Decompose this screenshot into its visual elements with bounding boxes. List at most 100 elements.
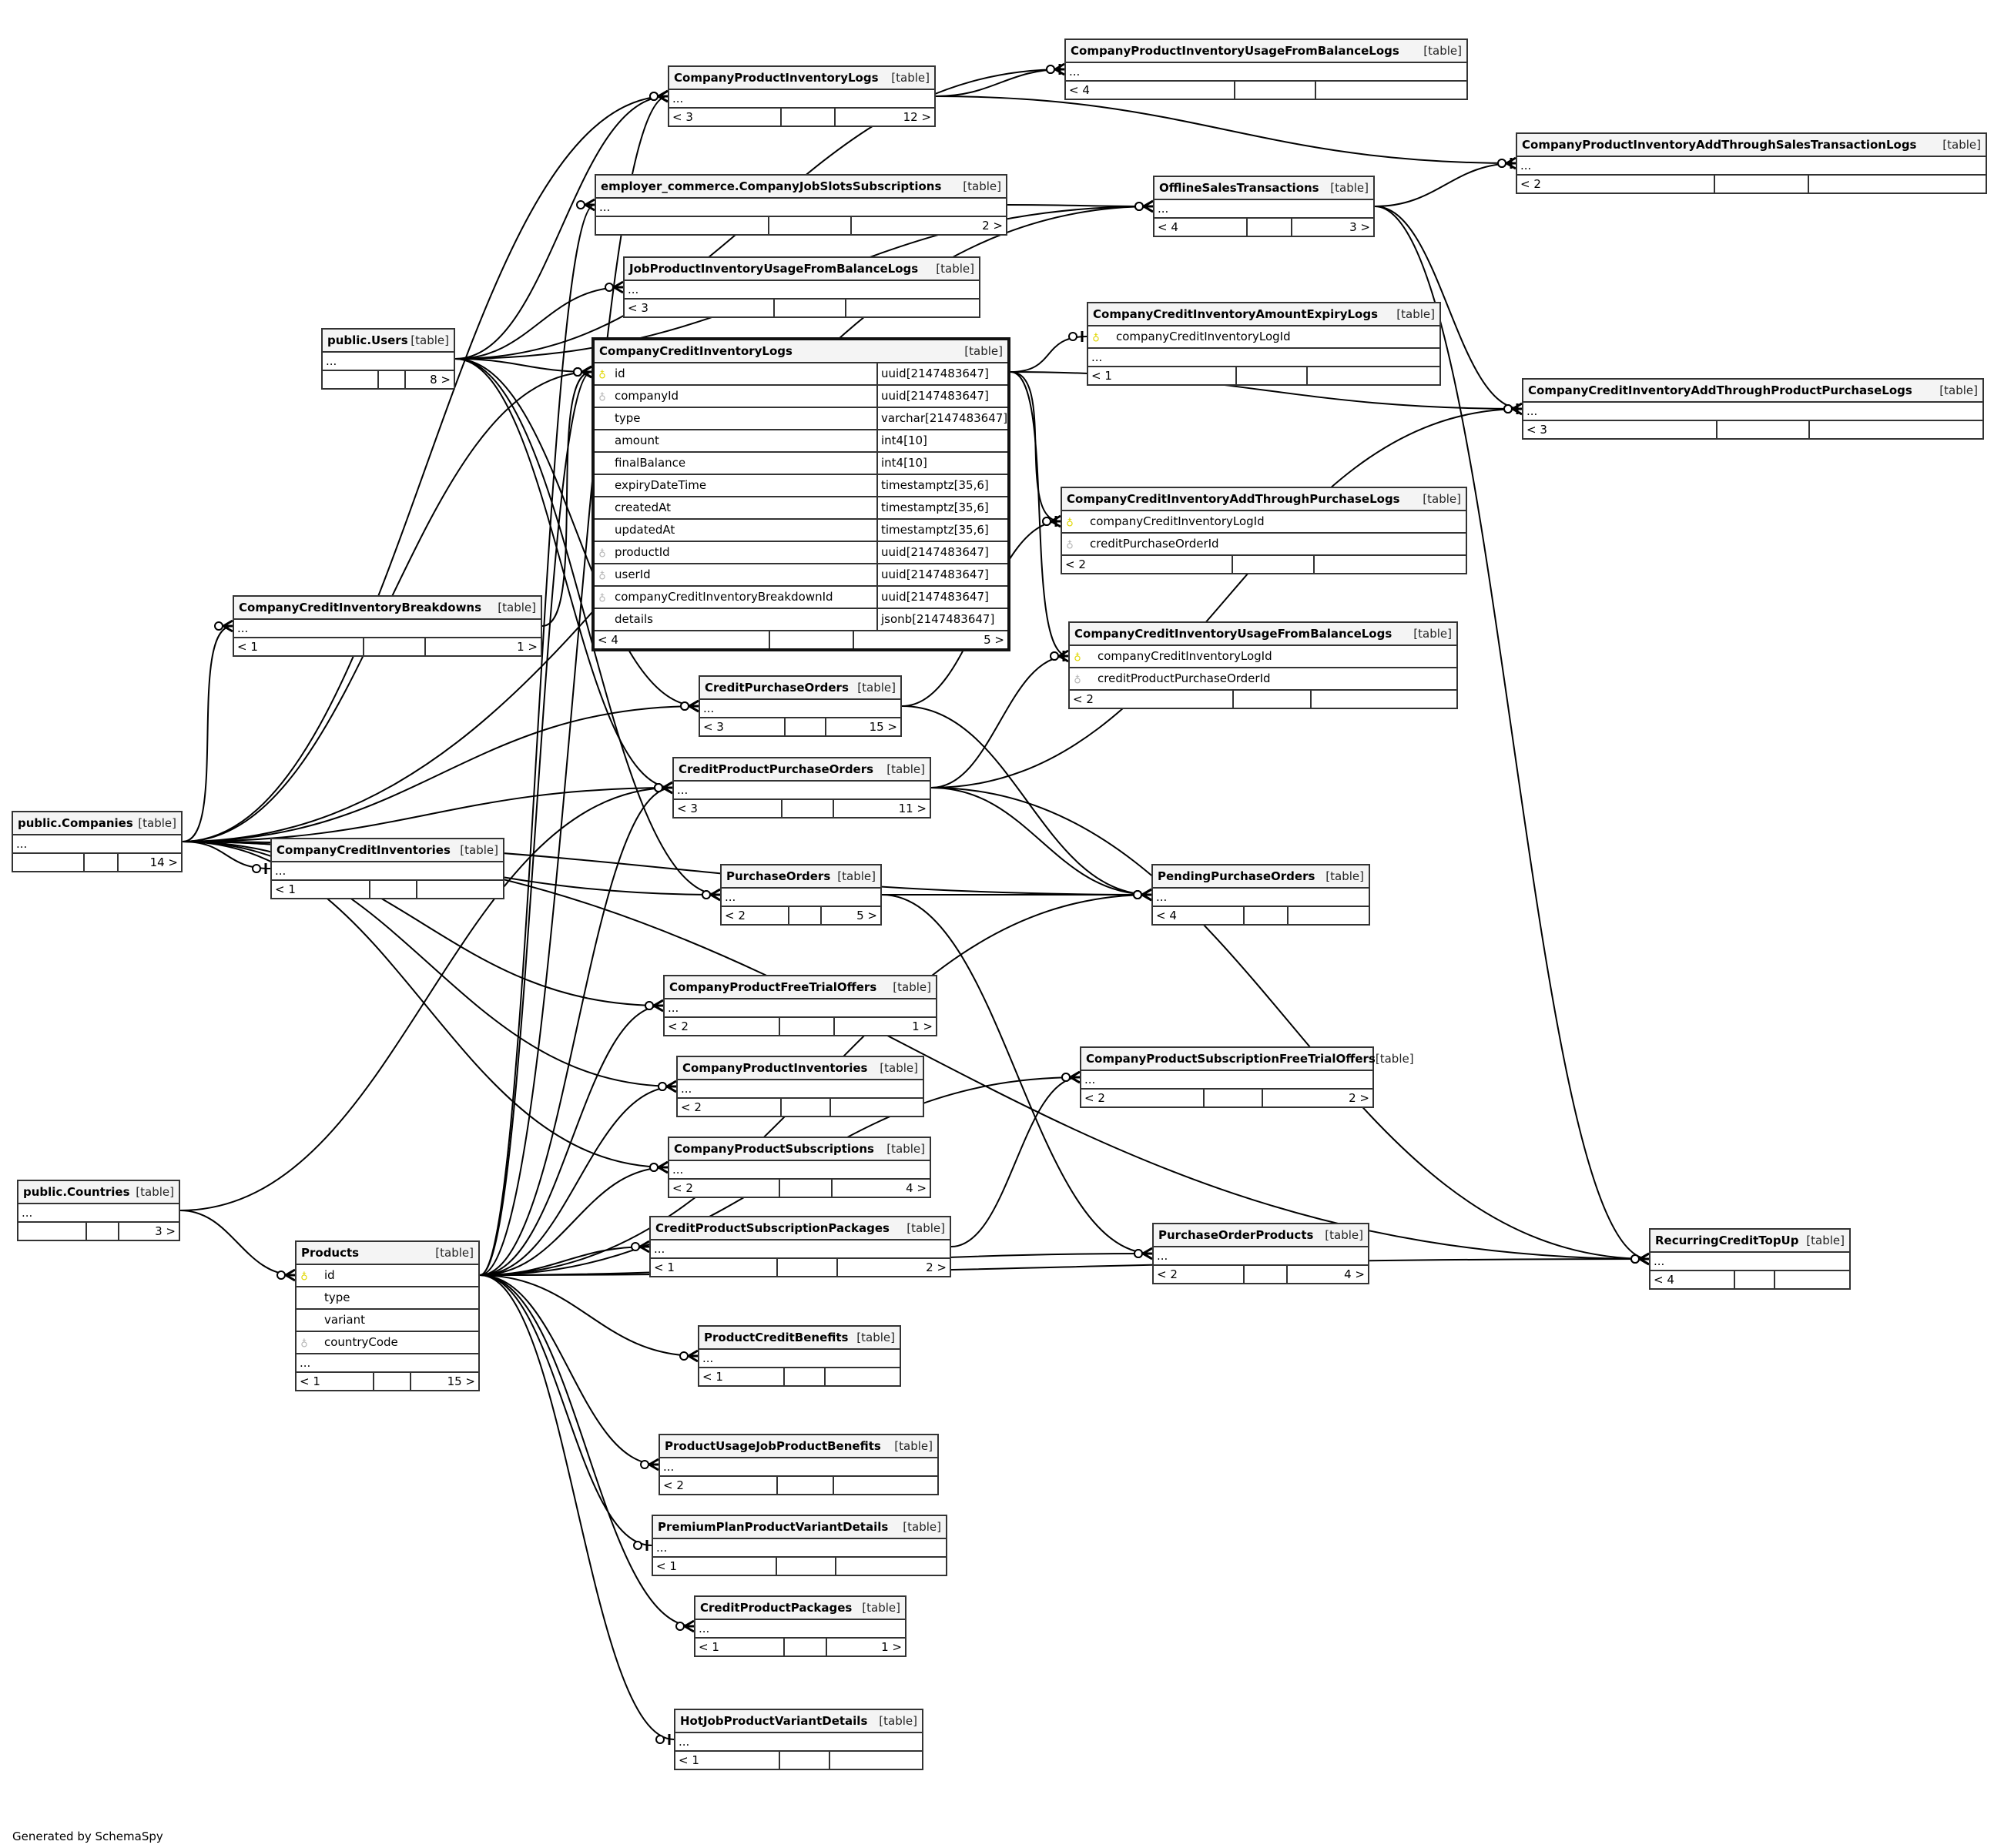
children-count[interactable]: [831, 1099, 923, 1116]
table-cciatppl[interactable]: CompanyCreditInventoryAddThroughProductP…: [1522, 378, 1984, 440]
table-pcb[interactable]: ProductCreditBenefits[table]...< 1: [698, 1325, 901, 1387]
table-header[interactable]: PurchaseOrders[table]: [722, 865, 880, 889]
table-cpil[interactable]: CompanyProductInventoryLogs[table]...< 3…: [668, 65, 936, 127]
table-header[interactable]: CompanyCreditInventories[table]: [272, 839, 503, 862]
children-count[interactable]: 4 >: [1344, 1267, 1365, 1281]
table-pujpb[interactable]: ProductUsageJobProductBenefits[table]...…: [659, 1434, 939, 1495]
table-header[interactable]: PurchaseOrderProducts[table]: [1154, 1224, 1368, 1247]
table-pop[interactable]: PurchaseOrderProducts[table]...< 2 4 >: [1152, 1223, 1369, 1284]
table-cciatpl[interactable]: CompanyCreditInventoryAddThroughPurchase…: [1061, 487, 1467, 574]
table-header[interactable]: CompanyProductInventories[table]: [678, 1057, 923, 1080]
table-name[interactable]: CompanyProductSubscriptionFreeTrialOffer…: [1086, 1052, 1376, 1066]
children-count[interactable]: [1809, 176, 1986, 192]
table-name[interactable]: CompanyProductFreeTrialOffers: [669, 980, 877, 994]
more-columns-ellipsis[interactable]: ...: [1154, 1247, 1368, 1266]
table-name[interactable]: CompanyProductInventories: [682, 1061, 868, 1075]
parents-count[interactable]: < 1: [297, 1373, 374, 1390]
more-columns-ellipsis[interactable]: ...: [700, 700, 900, 718]
table-hjpvd[interactable]: HotJobProductVariantDetails[table]...< 1: [674, 1709, 923, 1770]
parents-count[interactable]: < 2: [660, 1477, 778, 1494]
more-columns-ellipsis[interactable]: ...: [653, 1539, 946, 1558]
children-count[interactable]: [1316, 82, 1466, 99]
table-name[interactable]: CompanyCreditInventoryUsageFromBalanceLo…: [1074, 627, 1392, 641]
column-row[interactable]: ♀companyCreditInventoryLogId: [1062, 511, 1466, 534]
children-count[interactable]: 15 >: [447, 1374, 475, 1388]
table-name[interactable]: public.Countries: [23, 1185, 130, 1199]
parents-count[interactable]: < 1: [234, 638, 364, 655]
children-count[interactable]: 2 >: [926, 1260, 947, 1274]
more-columns-ellipsis[interactable]: ...: [695, 1620, 905, 1639]
more-columns-ellipsis[interactable]: ...: [722, 889, 880, 907]
children-count[interactable]: [836, 1558, 946, 1575]
table-name[interactable]: CompanyProductSubscriptions: [674, 1142, 874, 1156]
parents-count[interactable]: < 2: [1070, 691, 1234, 708]
table-cci[interactable]: CompanyCreditInventories[table]...< 1: [270, 838, 504, 899]
children-count[interactable]: 12 >: [903, 110, 931, 124]
children-count[interactable]: 3 >: [1349, 220, 1370, 234]
children-count[interactable]: 11 >: [898, 802, 927, 815]
parents-count[interactable]: < 2: [1062, 556, 1233, 573]
table-name[interactable]: CompanyCreditInventoryBreakdowns: [239, 601, 482, 614]
table-name[interactable]: ProductCreditBenefits: [704, 1331, 849, 1344]
table-header[interactable]: CreditProductPurchaseOrders[table]: [674, 758, 930, 782]
table-header[interactable]: CompanyCreditInventoryLogs[table]: [595, 340, 1007, 363]
table-name[interactable]: CreditProductPurchaseOrders: [679, 762, 874, 776]
parents-count[interactable]: [323, 371, 379, 388]
table-header[interactable]: CompanyProductSubscriptionFreeTrialOffer…: [1081, 1048, 1414, 1071]
table-name[interactable]: CompanyCreditInventoryAddThroughProductP…: [1528, 383, 1912, 397]
parents-count[interactable]: < 2: [669, 1180, 780, 1197]
more-columns-ellipsis[interactable]: ...: [1155, 200, 1373, 219]
table-header[interactable]: CreditProductPackages[table]: [695, 1597, 905, 1620]
parents-count[interactable]: < 1: [651, 1259, 778, 1276]
table-header[interactable]: OfflineSalesTransactions[table]: [1155, 177, 1373, 200]
table-name[interactable]: CompanyProductInventoryAddThroughSalesTr…: [1522, 138, 1917, 152]
more-columns-ellipsis[interactable]: ...: [660, 1458, 937, 1477]
more-columns-ellipsis[interactable]: ...: [297, 1354, 478, 1373]
table-header[interactable]: CompanyCreditInventoryBreakdowns[table]: [234, 597, 541, 620]
children-count[interactable]: [834, 1477, 937, 1494]
table-name[interactable]: public.Users: [327, 333, 408, 347]
parents-count[interactable]: < 1: [695, 1639, 785, 1656]
table-header[interactable]: public.Countries[table]: [18, 1181, 179, 1204]
table-header[interactable]: CompanyProductSubscriptions[table]: [669, 1138, 930, 1161]
more-columns-ellipsis[interactable]: ...: [1523, 403, 1982, 421]
parents-count[interactable]: < 3: [1523, 421, 1718, 438]
table-name[interactable]: CreditPurchaseOrders: [705, 681, 849, 695]
table-name[interactable]: CompanyCreditInventoryAmountExpiryLogs: [1093, 307, 1379, 321]
parents-count[interactable]: < 4: [1153, 907, 1245, 924]
column-row[interactable]: ♀countryCode: [297, 1332, 478, 1354]
table-cjss[interactable]: employer_commerce.CompanyJobSlotsSubscri…: [595, 174, 1007, 236]
children-count[interactable]: 2 >: [1349, 1091, 1369, 1105]
table-name[interactable]: PendingPurchaseOrders: [1158, 869, 1315, 883]
more-columns-ellipsis[interactable]: ...: [1081, 1071, 1372, 1090]
more-columns-ellipsis[interactable]: ...: [665, 999, 936, 1018]
children-count[interactable]: 15 >: [869, 720, 897, 734]
children-count[interactable]: 1 >: [912, 1019, 933, 1033]
parents-count[interactable]: < 2: [1081, 1090, 1205, 1106]
table-name[interactable]: RecurringCreditTopUp: [1655, 1234, 1799, 1247]
parents-count[interactable]: < 4: [1650, 1271, 1735, 1288]
table-name[interactable]: CompanyProductInventoryLogs: [674, 71, 879, 85]
table-companies[interactable]: public.Companies[table]...14 >: [12, 811, 183, 872]
children-count[interactable]: 8 >: [430, 373, 451, 387]
table-jpiufbl[interactable]: JobProductInventoryUsageFromBalanceLogs[…: [623, 256, 980, 318]
children-count[interactable]: 1 >: [517, 640, 538, 654]
table-rctu[interactable]: RecurringCreditTopUp[table]...< 4: [1649, 1228, 1851, 1290]
table-header[interactable]: public.Users[table]: [323, 330, 454, 353]
parents-count[interactable]: < 2: [1154, 1266, 1245, 1283]
parents-count[interactable]: < 1: [1088, 367, 1237, 384]
table-name[interactable]: CreditProductPackages: [700, 1601, 853, 1615]
more-columns-ellipsis[interactable]: ...: [272, 862, 503, 881]
table-header[interactable]: ProductCreditBenefits[table]: [699, 1327, 900, 1350]
table-name[interactable]: CompanyCreditInventories: [276, 843, 451, 857]
column-row[interactable]: ♀id: [297, 1265, 478, 1287]
table-header[interactable]: PendingPurchaseOrders[table]: [1153, 865, 1369, 889]
table-name[interactable]: HotJobProductVariantDetails: [680, 1714, 868, 1728]
